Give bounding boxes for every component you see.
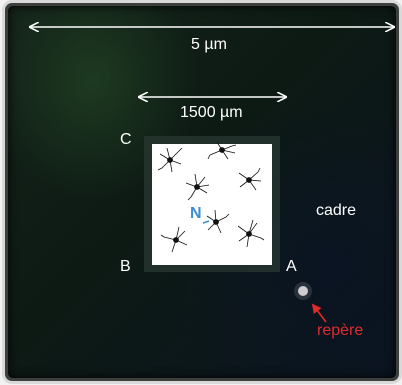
repere-arrow bbox=[311, 303, 327, 323]
corner-label-b: B bbox=[120, 258, 131, 275]
cell bbox=[237, 219, 265, 248]
corner-label-a: A bbox=[286, 258, 297, 275]
cell bbox=[207, 141, 237, 160]
corner-label-c: C bbox=[120, 131, 132, 148]
cell bbox=[185, 173, 210, 201]
frame-label: cadre bbox=[316, 202, 357, 219]
cells-group bbox=[157, 141, 265, 253]
scale-label-top: 5 µm bbox=[191, 36, 227, 53]
marker-label: repère bbox=[317, 322, 364, 339]
center-marker-label: N bbox=[190, 205, 202, 222]
cell bbox=[238, 167, 262, 191]
cell bbox=[206, 209, 230, 234]
scale-label-inner: 1500 µm bbox=[180, 104, 243, 121]
cell bbox=[157, 147, 183, 173]
n-pointer bbox=[202, 220, 210, 224]
marker-spot bbox=[298, 286, 308, 296]
white-square bbox=[152, 144, 272, 265]
cell bbox=[160, 226, 188, 253]
